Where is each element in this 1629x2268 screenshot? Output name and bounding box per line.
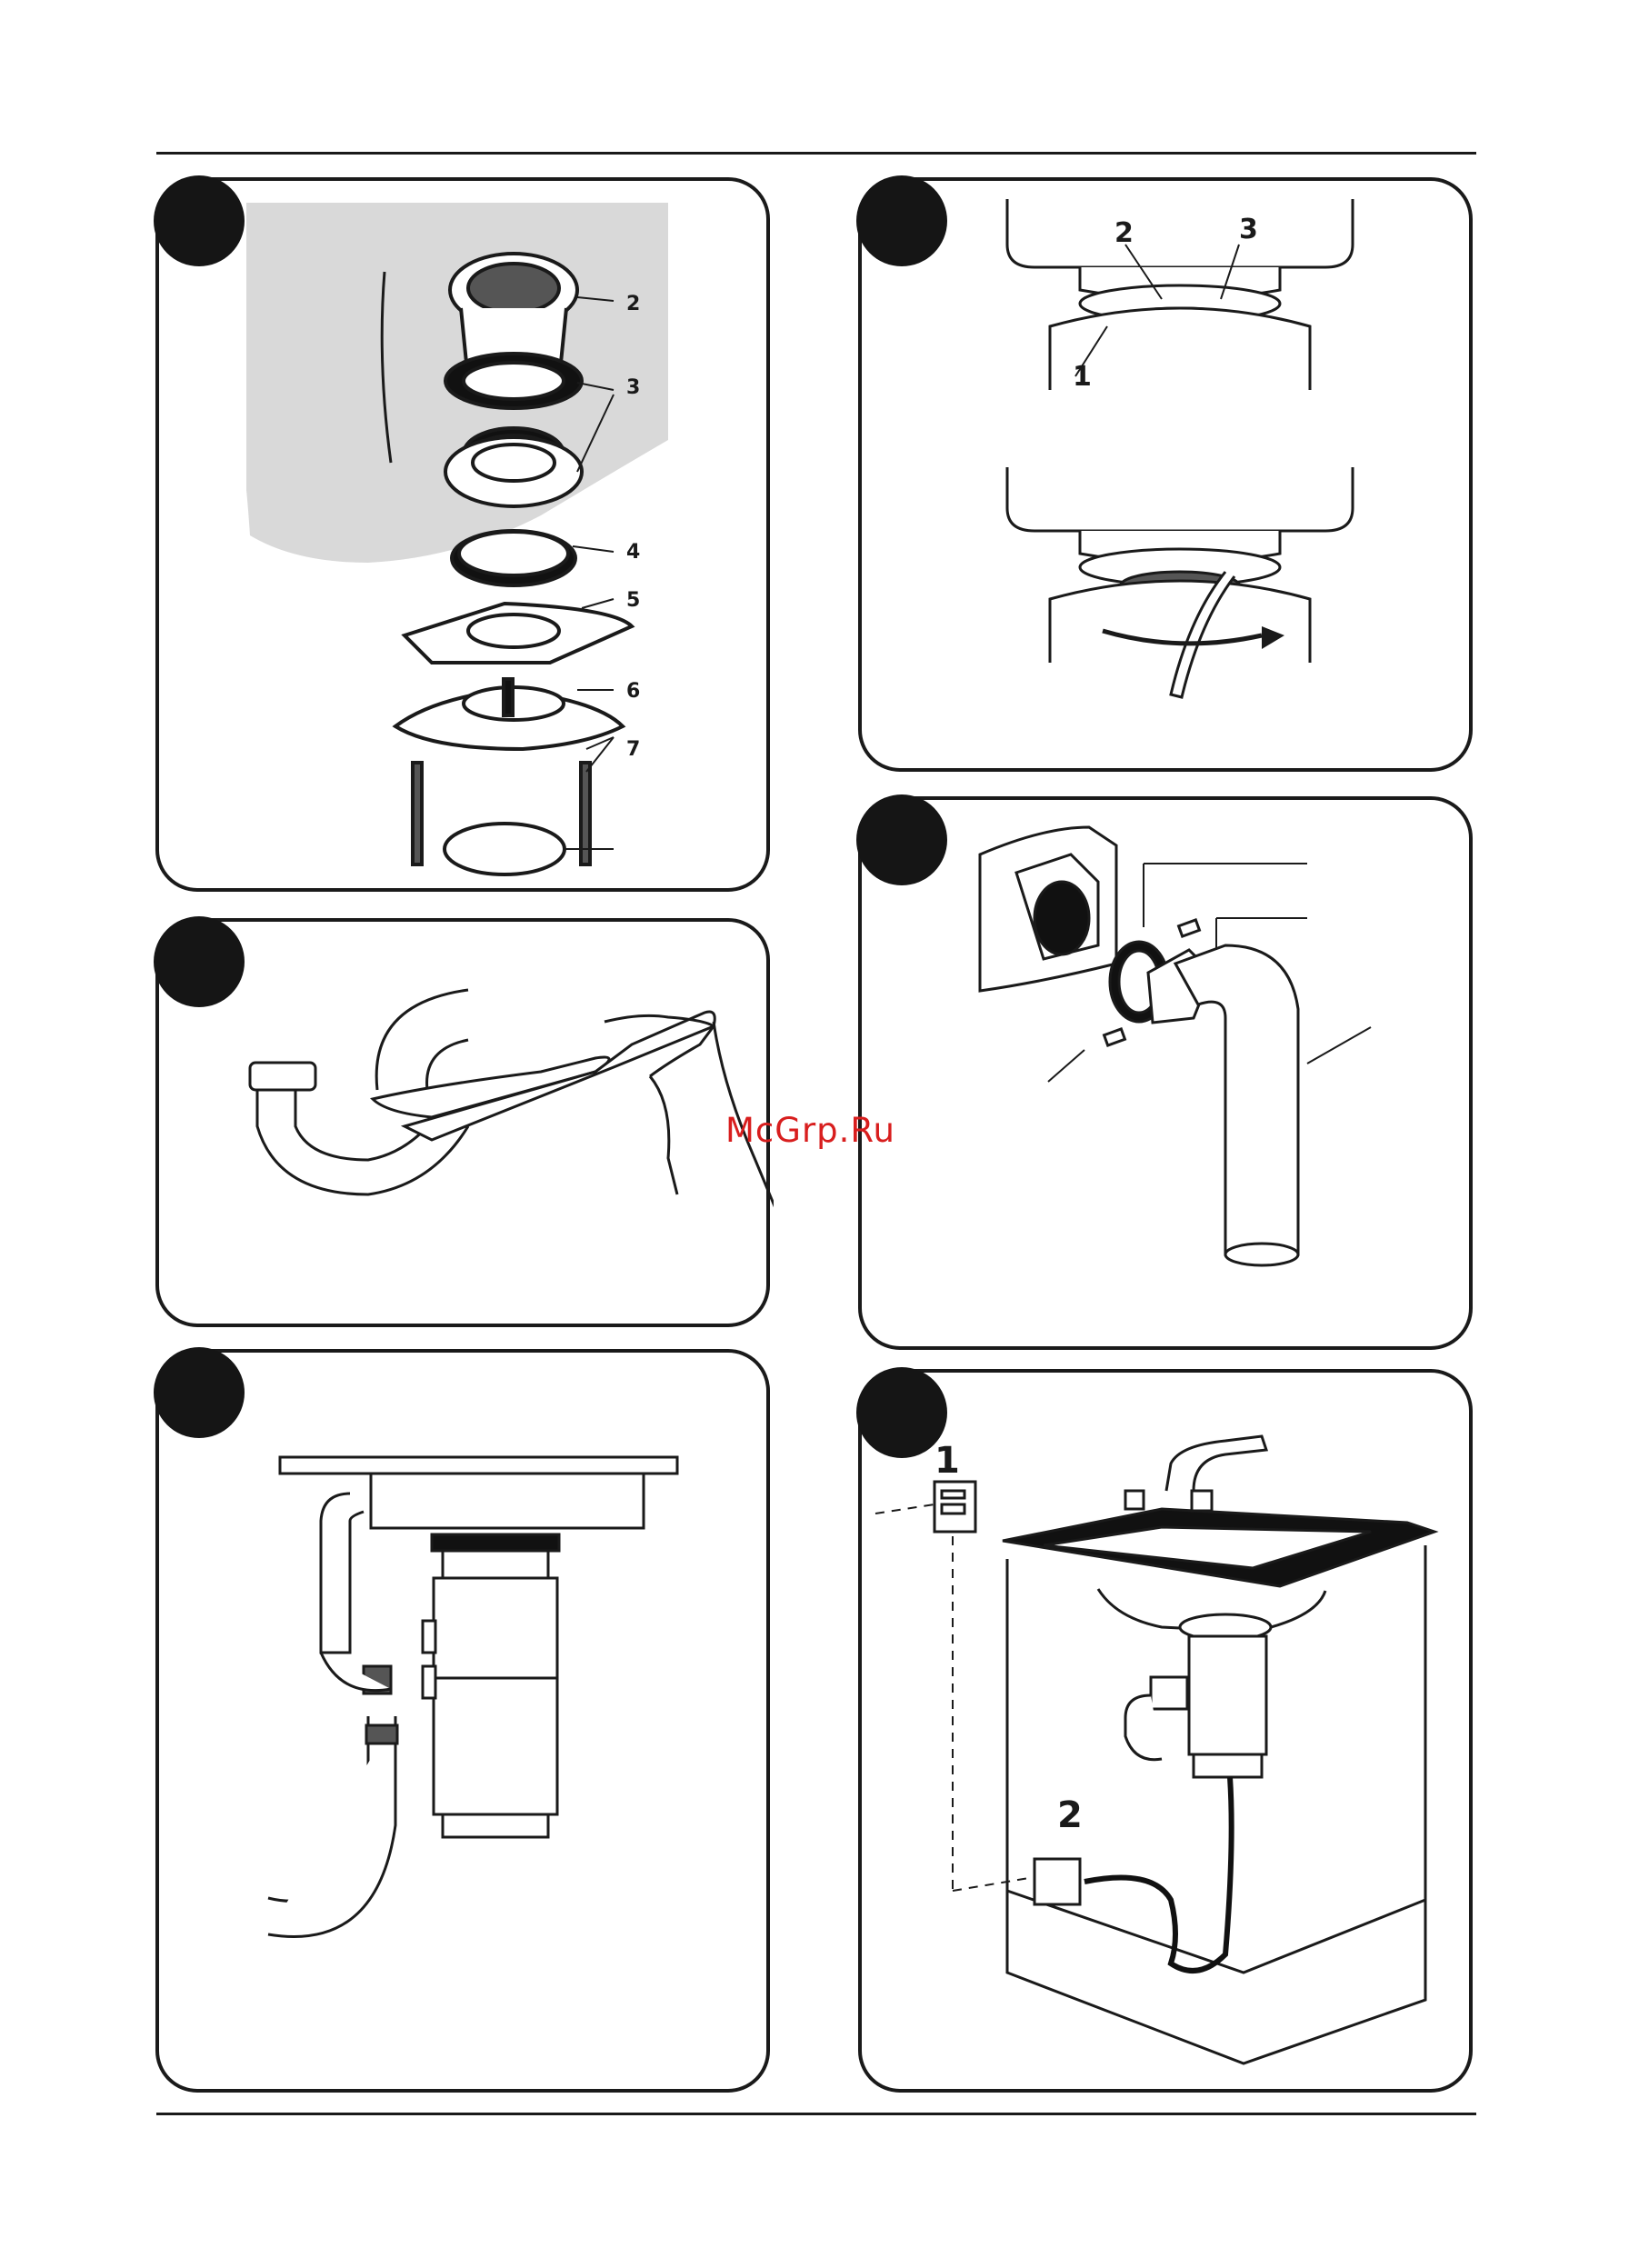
panel-mount-ring: 2 3 1 [858,177,1473,772]
watermark-text: McGrp.Ru [725,1111,895,1150]
ring-label-1: 1 [1073,361,1092,393]
panel-trap-wrench [155,918,770,1327]
flange-parts-illustration: 2 3 4 5 6 7 [159,181,774,895]
ring-label-3: 3 [1239,214,1258,245]
wiring-label-2: 2 [1057,1794,1083,1836]
wiring-illustration: 1 2 [862,1373,1476,2096]
top-rule [156,152,1476,155]
flange-label-4: 4 [626,541,640,564]
flange-label-5: 5 [626,589,640,612]
panel-flange-parts: 2 3 4 5 6 7 [155,177,770,892]
flange-label-6: 6 [626,680,640,703]
flange-label-2: 2 [626,293,640,315]
ring-label-2: 2 [1114,217,1134,249]
panel-discharge-tube [858,796,1473,1350]
bottom-rule [156,2113,1476,2115]
wiring-label-1: 1 [934,1440,960,1482]
mount-ring-illustration: 2 3 1 [862,181,1476,775]
discharge-tube-illustration [862,800,1476,1354]
flange-label-3: 3 [626,376,640,399]
flange-label-7: 7 [626,738,640,761]
installed-drain-illustration [159,1353,774,2096]
panel-installed-drain [155,1349,770,2093]
panel-wiring: 1 2 [858,1369,1473,2093]
trap-wrench-illustration [159,922,774,1331]
